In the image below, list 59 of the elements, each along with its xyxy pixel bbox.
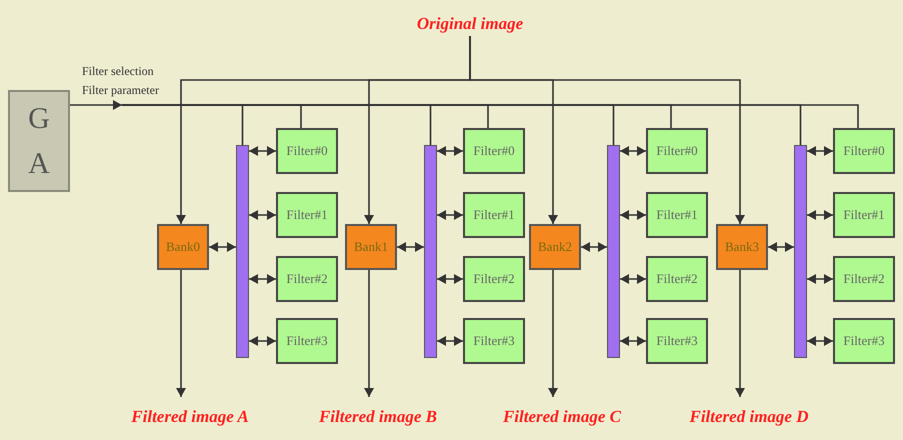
arrow (364, 270, 374, 397)
double-arrow (437, 146, 463, 156)
arrow (735, 270, 745, 397)
double-arrow (768, 242, 794, 252)
double-arrow (437, 274, 463, 284)
ga-box: G A (8, 90, 70, 192)
double-arrow (807, 146, 833, 156)
filter-box: Filter#1 (833, 192, 895, 238)
filter-box: Filter#3 (276, 318, 338, 364)
double-arrow (807, 274, 833, 284)
heading-text: Original image (380, 12, 560, 36)
double-arrow (807, 336, 833, 346)
double-arrow (620, 274, 646, 284)
filter-box: Filter#3 (833, 318, 895, 364)
filter-box: Filter#1 (646, 192, 708, 238)
double-arrow (807, 210, 833, 220)
double-arrow (620, 146, 646, 156)
output-label: Filtered image D (674, 405, 824, 429)
double-arrow (249, 146, 276, 156)
bank-box: Bank2 (529, 224, 581, 270)
double-arrow (437, 336, 463, 346)
double-arrow (249, 336, 276, 346)
double-arrow (397, 242, 424, 252)
bus-bar (607, 145, 620, 358)
line-label: Filter parameter (82, 84, 172, 105)
bus-bar (236, 145, 249, 358)
filter-box: Filter#0 (463, 128, 525, 174)
double-arrow (209, 242, 236, 252)
filter-box: Filter#3 (646, 318, 708, 364)
double-arrow (620, 210, 646, 220)
filter-box: Filter#2 (646, 256, 708, 302)
bank-box: Bank3 (716, 224, 768, 270)
double-arrow (437, 210, 463, 220)
connector-line (122, 104, 859, 128)
arrow (548, 270, 558, 397)
filter-box: Filter#0 (833, 128, 895, 174)
double-arrow (249, 210, 276, 220)
filter-box: Filter#0 (276, 128, 338, 174)
output-label: Filtered image C (487, 405, 637, 429)
bank-box: Bank0 (157, 224, 209, 270)
bank-box: Bank1 (345, 224, 397, 270)
arrow (70, 100, 122, 110)
output-label: Filtered image B (303, 405, 453, 429)
double-arrow (620, 336, 646, 346)
filter-box: Filter#2 (463, 256, 525, 302)
filter-box: Filter#1 (276, 192, 338, 238)
output-label: Filtered image A (115, 405, 265, 429)
bus-bar (794, 145, 807, 358)
filter-box: Filter#1 (463, 192, 525, 238)
filter-box: Filter#0 (646, 128, 708, 174)
filter-box: Filter#2 (276, 256, 338, 302)
arrow (469, 36, 745, 224)
double-arrow (249, 274, 276, 284)
filter-box: Filter#2 (833, 256, 895, 302)
filter-box: Filter#3 (463, 318, 525, 364)
arrow (176, 270, 186, 397)
bus-bar (424, 145, 437, 358)
double-arrow (581, 242, 607, 252)
line-label: Filter selection (82, 64, 154, 79)
